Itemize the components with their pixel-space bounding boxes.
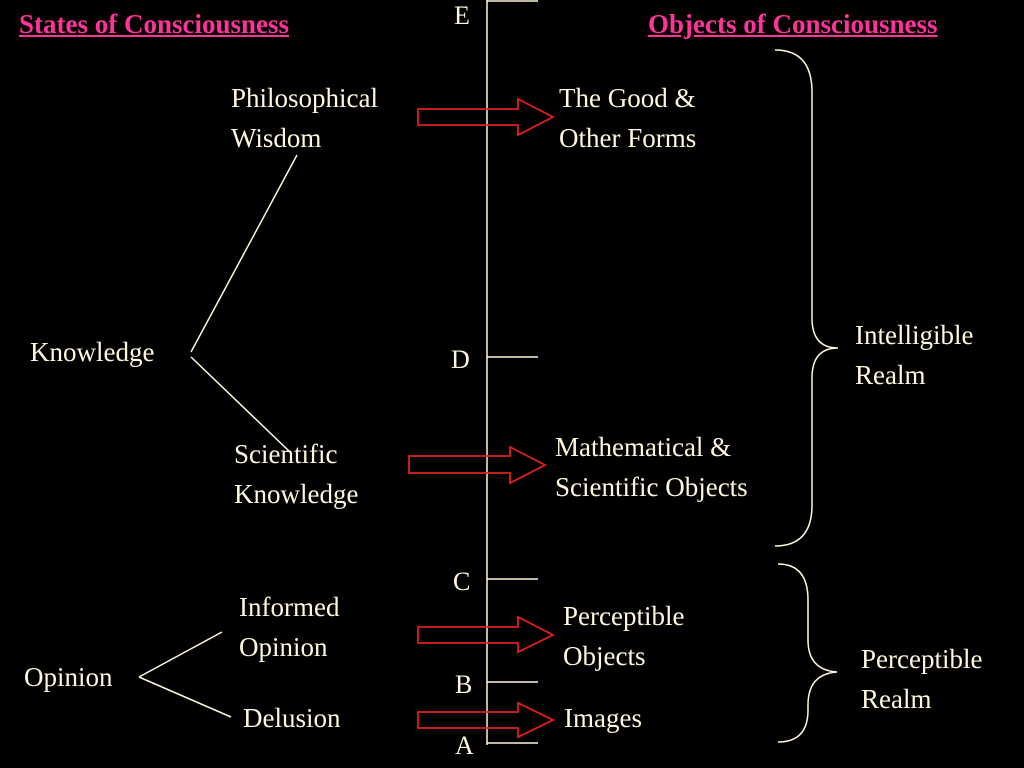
arrow-informed-to-perceptible [417, 615, 556, 654]
good-forms-label: The Good & Other Forms [559, 78, 696, 158]
math-objects-label: Mathematical & Scientific Objects [555, 427, 748, 507]
objects-heading: Objects of Consciousness [648, 9, 938, 39]
scientific-knowledge-label: Scientific Knowledge [234, 434, 358, 514]
arrow-delusion-to-images [417, 701, 556, 739]
philosophical-wisdom-line-1: Philosophical [231, 83, 378, 113]
arrow-wisdom-to-forms [417, 97, 555, 137]
perceptible-objects-line-1: Perceptible [563, 601, 685, 631]
knowledge-label: Knowledge [30, 337, 155, 367]
brace-intelligible [774, 49, 839, 547]
label-b: B [455, 670, 473, 699]
branch-opinion-delusion [138, 676, 232, 718]
good-forms-line-2: Other Forms [559, 123, 697, 153]
states-heading: States of Consciousness [19, 9, 290, 39]
informed-opinion-line-2: Opinion [239, 632, 328, 662]
branch-opinion-informed [138, 631, 223, 678]
math-objects-line-1: Mathematical & [555, 432, 732, 462]
informed-opinion-label: Informed Opinion [239, 587, 339, 667]
scientific-knowledge-line-2: Knowledge [234, 479, 359, 509]
label-e: E [454, 1, 470, 30]
perceptible-realm-line-1: Perceptible [861, 644, 983, 674]
label-c: C [453, 567, 471, 596]
philosophical-wisdom-label: Philosophical Wisdom [231, 78, 378, 158]
branch-knowledge-wisdom [190, 154, 298, 353]
philosophical-wisdom-line-2: Wisdom [231, 123, 322, 153]
good-forms-line-1: The Good & [559, 83, 696, 113]
delusion-label: Delusion [243, 703, 341, 733]
informed-opinion-line-1: Informed [239, 592, 340, 622]
opinion-label: Opinion [24, 662, 113, 692]
label-a: A [455, 731, 474, 760]
perceptible-objects-label: Perceptible Objects [563, 596, 684, 676]
perceptible-objects-line-2: Objects [563, 641, 646, 671]
label-d: D [451, 345, 470, 374]
intelligible-realm-label: Intelligible Realm [855, 315, 973, 395]
math-objects-line-2: Scientific Objects [555, 472, 748, 502]
intelligible-realm-line-2: Realm [855, 360, 926, 390]
perceptible-realm-line-2: Realm [861, 684, 932, 714]
perceptible-realm-label: Perceptible Realm [861, 639, 982, 719]
intelligible-realm-line-1: Intelligible [855, 320, 974, 350]
scientific-knowledge-line-1: Scientific [234, 439, 338, 469]
arrow-scientific-to-math [408, 445, 547, 485]
images-label: Images [564, 703, 642, 733]
branch-knowledge-scientific [190, 356, 291, 453]
brace-perceptible [777, 563, 838, 743]
